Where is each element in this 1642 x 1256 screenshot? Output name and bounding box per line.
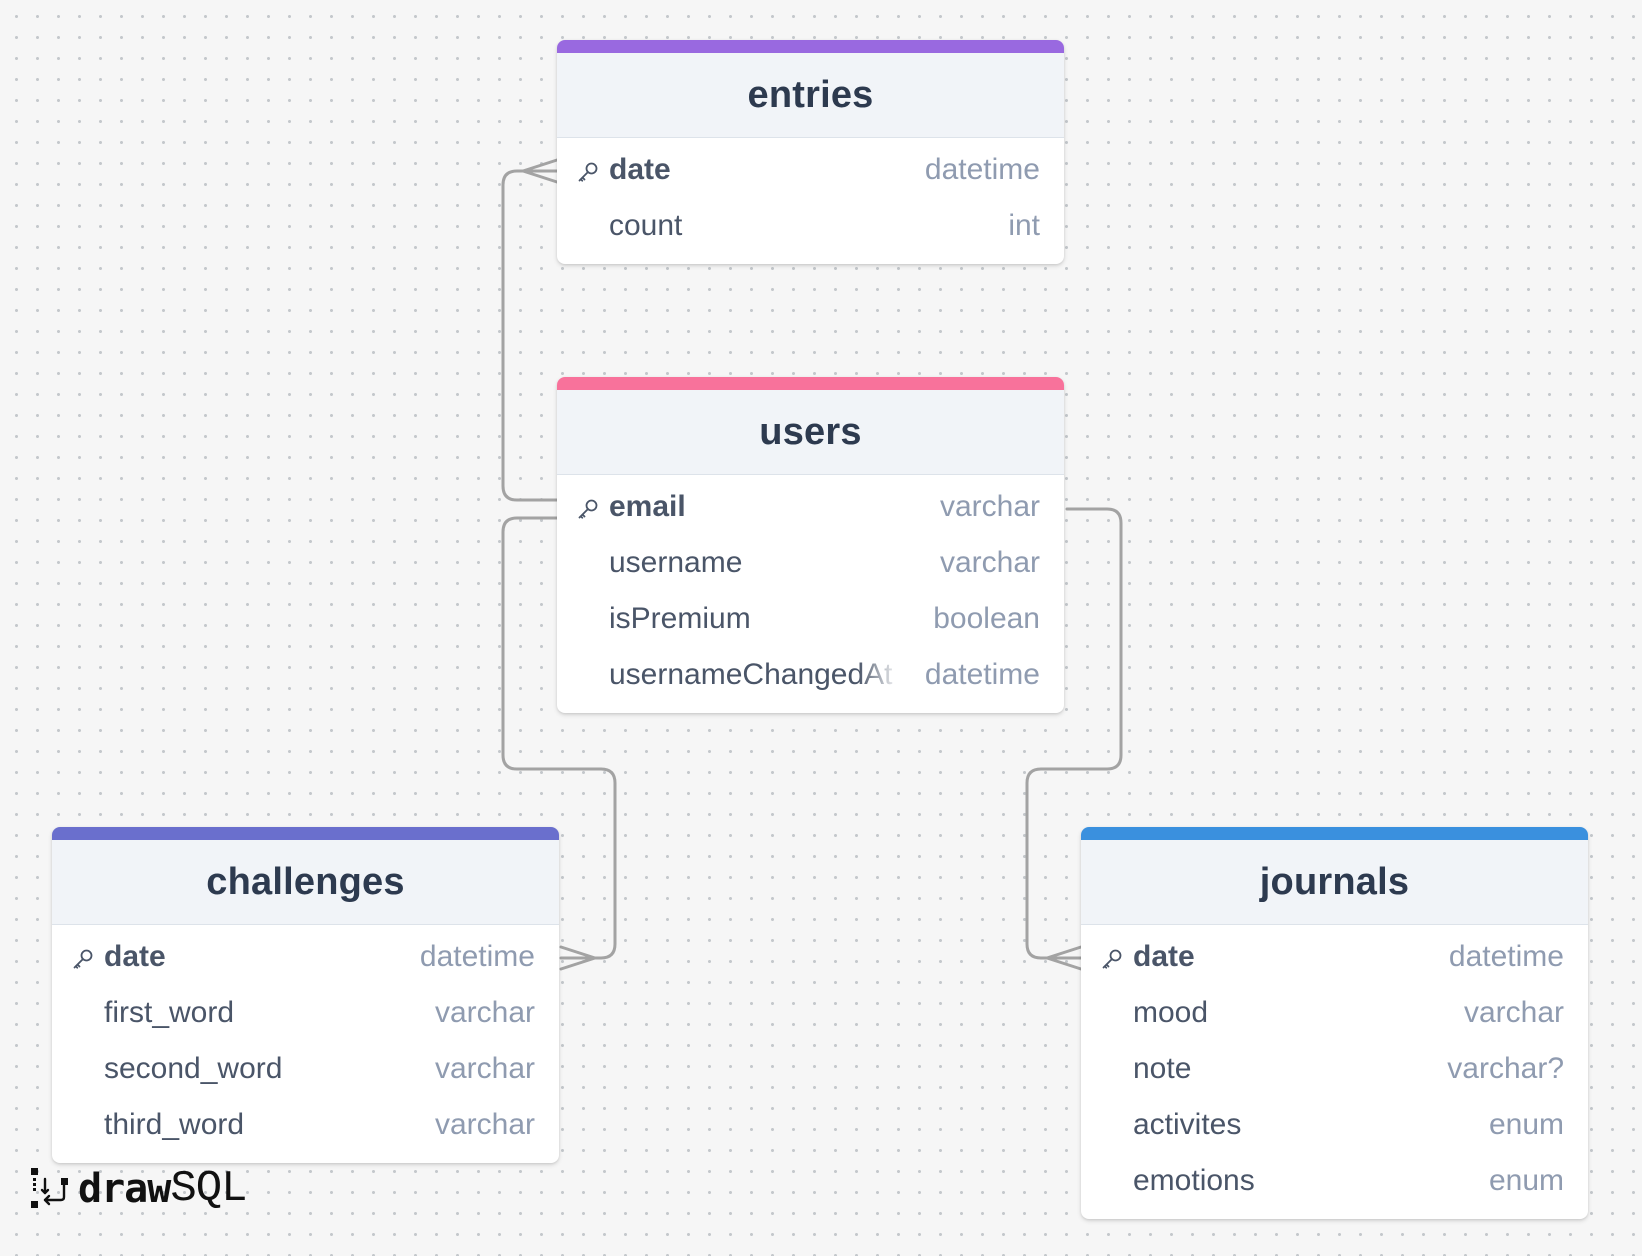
column-type: varchar (434, 996, 535, 1029)
column-name: activites (1133, 1108, 1242, 1141)
column-type: varchar (434, 1108, 535, 1141)
table-entries[interactable]: entries date datetime count int (557, 40, 1064, 264)
table-header[interactable]: users (557, 390, 1064, 475)
column-type: varchar (939, 490, 1040, 523)
column-row-date[interactable]: date datetime (52, 929, 559, 985)
table-columns: date datetime mood varchar note varchar?… (1081, 925, 1588, 1219)
table-color-bar (1081, 827, 1588, 840)
column-row-username[interactable]: username varchar (557, 535, 1064, 591)
column-name: first_word (104, 996, 235, 1029)
column-type: datetime (1448, 940, 1564, 973)
column-name: date (104, 940, 166, 973)
column-name: username (609, 546, 743, 579)
column-type: enum (1488, 1164, 1564, 1197)
connector-users-entries (501, 169, 559, 502)
table-header[interactable]: challenges (52, 840, 559, 925)
table-challenges[interactable]: challenges date datetime first_word varc… (52, 827, 559, 1163)
column-type: varchar (939, 546, 1040, 579)
column-type: boolean (933, 602, 1040, 635)
column-name: second_word (104, 1052, 283, 1085)
table-color-bar (557, 40, 1064, 53)
drawsql-logo-mark-icon (31, 1168, 68, 1208)
column-name: usernameChangedAt (609, 658, 893, 691)
column-type: datetime (924, 658, 1040, 691)
column-row-date[interactable]: date datetime (557, 142, 1064, 198)
table-color-bar (557, 377, 1064, 390)
logo-text-draw: draw (78, 1166, 171, 1212)
column-type: varchar (434, 1052, 535, 1085)
column-name: mood (1133, 996, 1209, 1029)
table-name: entries (747, 73, 874, 116)
column-row-second-word[interactable]: second_word varchar (52, 1041, 559, 1097)
column-row-activites[interactable]: activites enum (1081, 1097, 1588, 1153)
crowfoot-entries (521, 158, 559, 184)
column-type: int (1008, 209, 1040, 242)
column-row-ispremium[interactable]: isPremium boolean (557, 591, 1064, 647)
table-header[interactable]: entries (557, 53, 1064, 138)
column-row-mood[interactable]: mood varchar (1081, 985, 1588, 1041)
column-name: email (609, 490, 686, 523)
column-type: datetime (419, 940, 535, 973)
logo-text-sql: SQL (170, 1164, 247, 1214)
key-icon (578, 162, 598, 182)
column-row-emotions[interactable]: emotions enum (1081, 1153, 1588, 1209)
column-name: third_word (104, 1108, 245, 1141)
key-icon (73, 949, 93, 969)
column-row-first-word[interactable]: first_word varchar (52, 985, 559, 1041)
column-type: enum (1488, 1108, 1564, 1141)
column-row-usernamechangedat[interactable]: usernameChangedAt datetime (557, 647, 1064, 703)
key-icon (578, 499, 598, 519)
table-columns: date datetime count int (557, 138, 1064, 264)
column-name: date (609, 153, 671, 186)
table-users[interactable]: users email varchar username varchar isP… (557, 377, 1064, 713)
crowfoot-journals (1045, 945, 1083, 971)
table-columns: date datetime first_word varchar second_… (52, 925, 559, 1163)
table-journals[interactable]: journals date datetime mood varchar note… (1081, 827, 1588, 1219)
column-type: varchar (1463, 996, 1564, 1029)
column-row-date[interactable]: date datetime (1081, 929, 1588, 985)
crowfoot-challenges (559, 945, 597, 971)
table-color-bar (52, 827, 559, 840)
table-name: journals (1259, 860, 1410, 903)
column-row-count[interactable]: count int (557, 198, 1064, 254)
table-header[interactable]: journals (1081, 840, 1588, 925)
table-name: users (759, 410, 862, 453)
column-name: date (1133, 940, 1195, 973)
table-columns: email varchar username varchar isPremium… (557, 475, 1064, 713)
column-row-note[interactable]: note varchar? (1081, 1041, 1588, 1097)
column-type: datetime (924, 153, 1040, 186)
table-name: challenges (206, 860, 405, 903)
column-row-third-word[interactable]: third_word varchar (52, 1097, 559, 1153)
column-type: varchar? (1447, 1052, 1564, 1085)
column-name: isPremium (609, 602, 751, 635)
column-name: emotions (1133, 1164, 1255, 1197)
column-row-email[interactable]: email varchar (557, 479, 1064, 535)
column-name: count (609, 209, 683, 242)
column-name: note (1133, 1052, 1192, 1085)
key-icon (1102, 949, 1122, 969)
